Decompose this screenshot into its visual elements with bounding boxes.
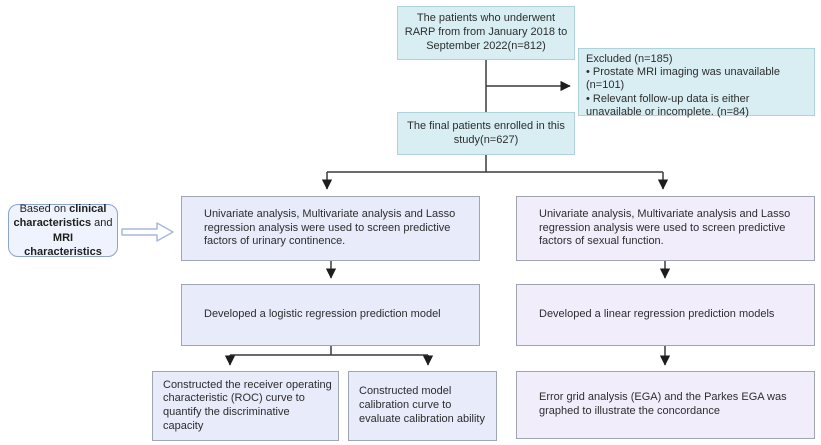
excluded-box: Excluded (n=185) • Prostate MRI imaging … (578, 48, 815, 118)
excluded-item: • Prostate MRI imaging was unavailable (… (586, 66, 780, 92)
block-arrow-icon (120, 219, 176, 250)
patients-box: The patients who underwent RARP from fro… (397, 6, 575, 60)
calibration-text: Constructed model calibration curve to e… (359, 385, 485, 425)
left-screening-text: Univariate analysis, Multivariate analys… (204, 207, 456, 248)
left-screening-box: Univariate analysis, Multivariate analys… (181, 196, 480, 261)
roc-box: Constructed the receiver operating chara… (152, 371, 339, 441)
ega-text: Error grid analysis (EGA) and the Parkes… (539, 391, 787, 417)
right-screening-box: Univariate analysis, Multivariate analys… (516, 196, 815, 261)
linear-model-box: Developed a linear regression prediction… (516, 284, 815, 346)
linear-model-text: Developed a linear regression prediction… (539, 308, 775, 321)
ega-box: Error grid analysis (EGA) and the Parkes… (516, 371, 815, 439)
excluded-item: • Relevant follow-up data is either unav… (586, 92, 750, 118)
final-enrolled-box: The final patients enrolled in this stud… (397, 112, 575, 155)
logistic-model-box: Developed a logistic regression predicti… (181, 284, 480, 346)
right-screening-text: Univariate analysis, Multivariate analys… (539, 207, 791, 248)
patients-text: The patients who underwent RARP from fro… (404, 12, 568, 52)
based-on-label-box: Based on clinical characteristics and MR… (8, 202, 118, 258)
logistic-model-text: Developed a logistic regression predicti… (204, 308, 441, 321)
roc-text: Constructed the receiver operating chara… (163, 378, 332, 432)
excluded-title: Excluded (n=185) (586, 53, 673, 65)
calibration-box: Constructed model calibration curve to e… (348, 371, 497, 441)
final-enrolled-text: The final patients enrolled in this stud… (407, 119, 565, 146)
based-on-label-text: Based on clinical characteristics and MR… (13, 202, 113, 258)
